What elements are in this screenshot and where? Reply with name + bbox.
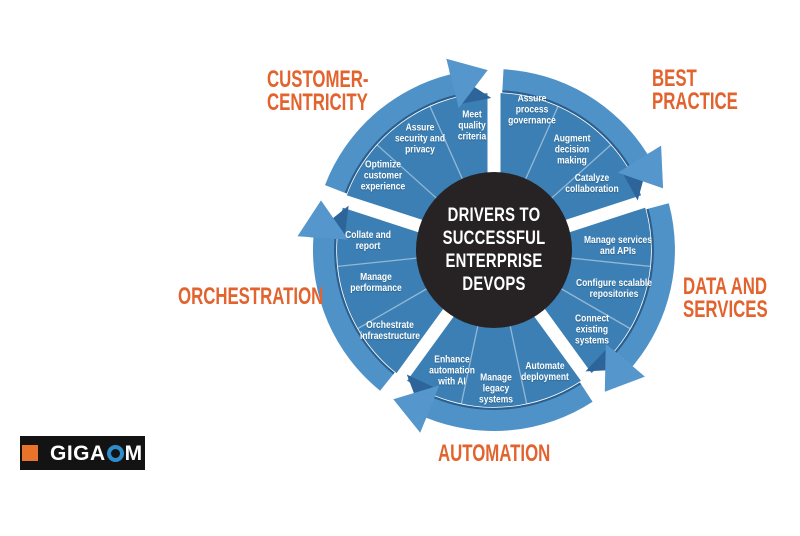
group-gap-lines (301, 50, 687, 416)
segment-label-meet-quality-criteria: Meet quality criteria (457, 109, 487, 143)
band-inner-edges (333, 89, 655, 411)
segment-label-collate-and-report: Collate and report (345, 230, 391, 252)
segment-label-catalyze-collaboration: Catalyze collaboration (565, 173, 619, 195)
arc-band-customer-centricity (325, 74, 456, 193)
segment-label-optimize-customer-experience: Optimize customer experience (360, 159, 406, 193)
hub-circle (416, 172, 572, 328)
arc-bands (312, 69, 675, 431)
header-best-practice: BEST PRACTICE (652, 65, 738, 115)
segment-label-orchestrate-infrastructure: Orchestrate infraestructure (359, 320, 420, 342)
header-automation: AUTOMATION (438, 440, 551, 467)
segment-label-enhance-automation-ai: Enhance automation with AI (429, 354, 475, 388)
arc-band-orchestration (312, 237, 394, 391)
logo-o-ring-icon (106, 444, 124, 462)
segment-label-manage-legacy-systems: Manage legacy systems (478, 372, 514, 406)
logo-text-prefix: GIGA (50, 441, 106, 465)
header-customer-centricity: CUSTOMER- CENTRICITY (267, 66, 369, 116)
segment-label-augment-decision-making: Augment decision making (553, 133, 591, 167)
gigaom-logo: GIGA M (20, 436, 145, 470)
segment-label-manage-performance: Manage performance (350, 272, 402, 294)
arrowhead-orchestration (297, 200, 349, 240)
wedge-sector-automation (401, 301, 587, 407)
arrowhead-data-and-services (604, 343, 645, 392)
wedge-separators (337, 106, 651, 404)
header-orchestration: ORCHESTRATION (178, 283, 324, 310)
header-data-and-services: DATA AND SERVICES (683, 273, 768, 323)
segment-label-automate-deployment: Automate deployment (521, 361, 569, 383)
arc-band-best-practice (502, 69, 648, 166)
arrowhead-best-practice (617, 145, 664, 189)
arrowhead-automation (393, 385, 440, 433)
segment-label-assure-security-privacy: Assure security and privacy (394, 122, 446, 156)
arc-band-automation (426, 384, 593, 431)
segment-label-configure-scalable-repositories: Configure scalable repositories (575, 278, 653, 300)
logo-text-suffix: M (124, 441, 143, 465)
segment-label-connect-existing-systems: Connect existing systems (574, 313, 610, 347)
hub-title: DRIVERS TO SUCCESSFUL ENTERPRISE DEVOPS (442, 205, 546, 295)
logo-orange-square-icon (22, 445, 38, 461)
segment-label-manage-services-apis: Manage services and APIs (583, 235, 653, 257)
arc-band-data-and-services (616, 203, 675, 367)
segment-label-assure-process-governance: Assure process governance (508, 93, 556, 127)
arrowhead-customer-centricity (446, 58, 488, 109)
arrowheads (297, 58, 664, 433)
logo-wordmark: GIGA M (50, 443, 143, 464)
